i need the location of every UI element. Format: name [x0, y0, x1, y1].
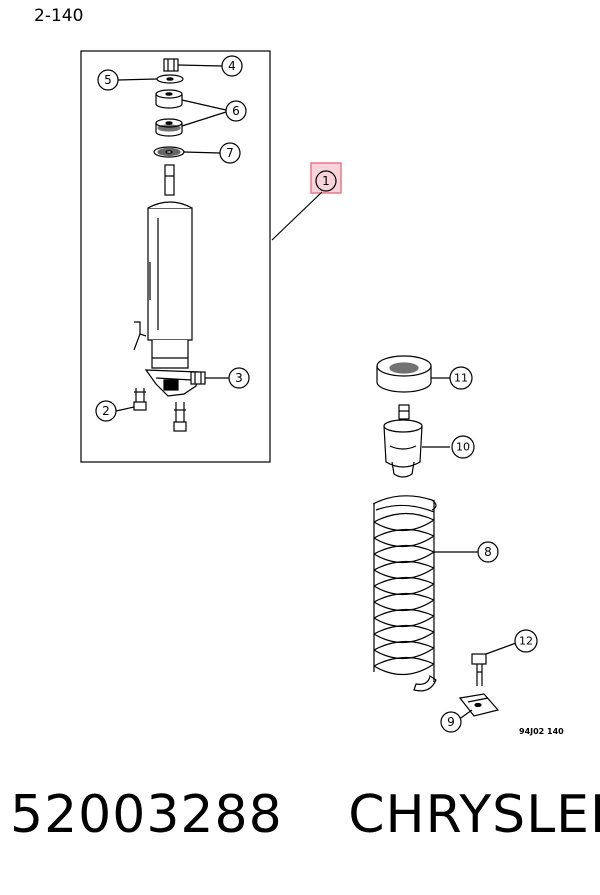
shock-absorber-body: [144, 164, 199, 397]
jounce-bumper-part-10: [383, 404, 423, 478]
callout-12-circle: [514, 629, 538, 653]
nut-part-4: [163, 58, 179, 72]
callout-10-circle: [451, 435, 475, 459]
callout-4-circle: [221, 55, 243, 77]
callout-8-label: 8: [484, 545, 492, 559]
retainer-part-7: [153, 146, 185, 158]
callout-10-label: 10: [456, 441, 470, 454]
callout-4-label: 4: [228, 59, 236, 73]
callout-9-label: 9: [447, 715, 455, 729]
bushing-part-6-lower: [155, 118, 183, 137]
nut-part-3: [190, 371, 206, 385]
callout-7-label: 7: [226, 146, 234, 160]
callout-5-circle: [97, 69, 119, 91]
part-number: 52003288: [10, 785, 283, 845]
callout-1-label: 1: [322, 174, 330, 188]
callout-5-label: 5: [104, 73, 112, 87]
callout-6-label: 6: [232, 104, 240, 118]
bracket-part-9: [458, 693, 500, 717]
isolator-part-11: [376, 355, 432, 393]
coil-spring-part-8: [372, 495, 437, 692]
callout-11-circle: [449, 366, 473, 390]
callout-8-circle: [477, 541, 499, 563]
callout-9-circle: [440, 711, 462, 733]
brand-name: CHRYSLER: [348, 785, 600, 845]
callout-3-circle: [228, 367, 250, 389]
figure-code: 94J02 140: [519, 727, 564, 736]
bolt-part-12: [471, 653, 487, 686]
washer-part-5: [156, 74, 184, 84]
callout-2-circle: [95, 400, 117, 422]
shock-assembly-frame: [80, 50, 271, 463]
callout-12-label: 12: [519, 635, 533, 648]
shock-side-bracket: [134, 321, 147, 337]
callout-2-label: 2: [102, 404, 110, 418]
callout-11-label: 11: [454, 372, 468, 385]
page-reference: 2-140: [34, 6, 84, 26]
part-footer: 52003288 CHRYSLER: [10, 785, 600, 845]
callout-7-circle: [219, 142, 241, 164]
callout-3-label: 3: [235, 371, 243, 385]
callout-6-circle: [225, 100, 247, 122]
callout-1-circle: [315, 170, 337, 192]
bolt-part-2: [133, 388, 187, 432]
leader-1: [271, 191, 323, 241]
bushing-part-6-upper: [155, 89, 183, 109]
